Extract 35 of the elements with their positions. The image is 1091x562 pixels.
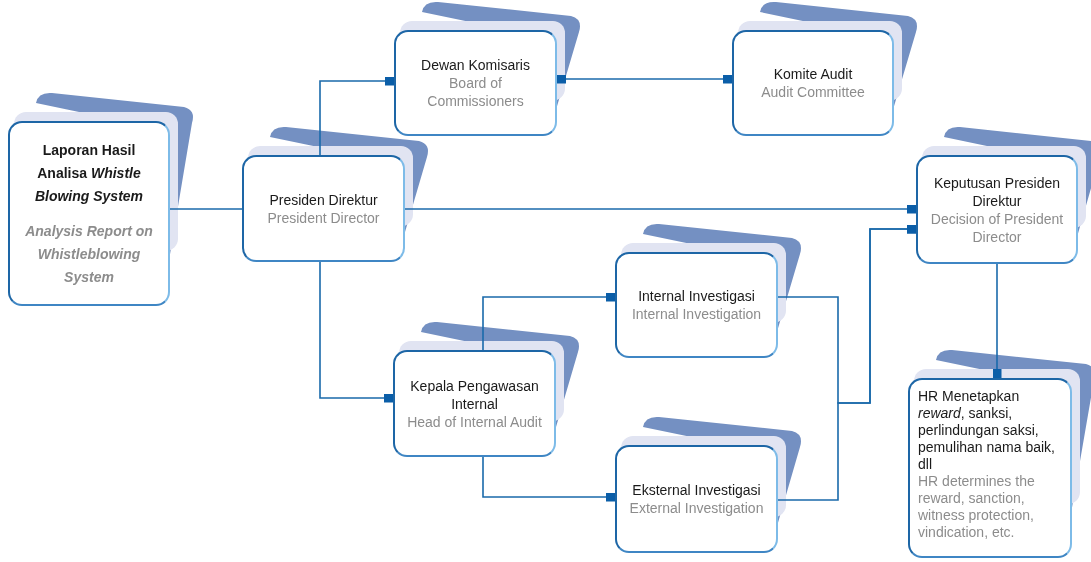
card-title: HR Menetapkan reward, sanksi, perlindungan saksi, pemulihan nama baik, dll xyxy=(918,388,1056,473)
process-card xyxy=(908,378,1072,558)
process-card xyxy=(393,350,556,457)
card-subtitle: HR determines the reward, sanction, witness protection, vindication, etc. xyxy=(918,473,1036,541)
card-title: Laporan Hasil Analisa Whistle Blowing System xyxy=(33,140,145,206)
card-subtitle: Board of Commissioners xyxy=(426,74,525,110)
card-title: Dewan Komisaris xyxy=(421,56,530,74)
process-card xyxy=(394,30,557,136)
process-card xyxy=(615,252,778,358)
connector-line xyxy=(319,76,395,156)
card-title: Internal Investigasi xyxy=(638,287,755,305)
connector-line xyxy=(482,292,616,351)
card-title: Keputusan Presiden Direktur xyxy=(932,173,1062,210)
process-card xyxy=(8,121,170,306)
card-title: Kepala Pengawasan Internal xyxy=(409,376,540,413)
card-title: Komite Audit xyxy=(773,65,853,83)
connector-line xyxy=(404,204,917,214)
connector-line xyxy=(482,456,616,502)
card-subtitle: Audit Committee xyxy=(761,83,865,101)
connector-line xyxy=(992,263,1002,379)
card-title: Presiden Direktur xyxy=(269,190,378,209)
connector-line xyxy=(319,261,394,403)
card-subtitle: External Investigation xyxy=(629,499,764,517)
connector-line xyxy=(169,208,243,210)
card-subtitle: Head of Internal Audit xyxy=(407,412,542,431)
process-card xyxy=(732,30,894,136)
process-card xyxy=(615,445,778,553)
card-title: Eksternal Investigasi xyxy=(632,481,761,499)
process-card xyxy=(242,155,405,262)
connector-line xyxy=(556,74,733,84)
card-subtitle: Decision of President Director xyxy=(929,209,1065,246)
process-card xyxy=(916,155,1078,264)
card-subtitle: Analysis Report on Whistleblowing System xyxy=(24,221,154,287)
card-subtitle: President Director xyxy=(267,208,380,227)
card-subtitle: Internal Investigation xyxy=(631,305,762,323)
